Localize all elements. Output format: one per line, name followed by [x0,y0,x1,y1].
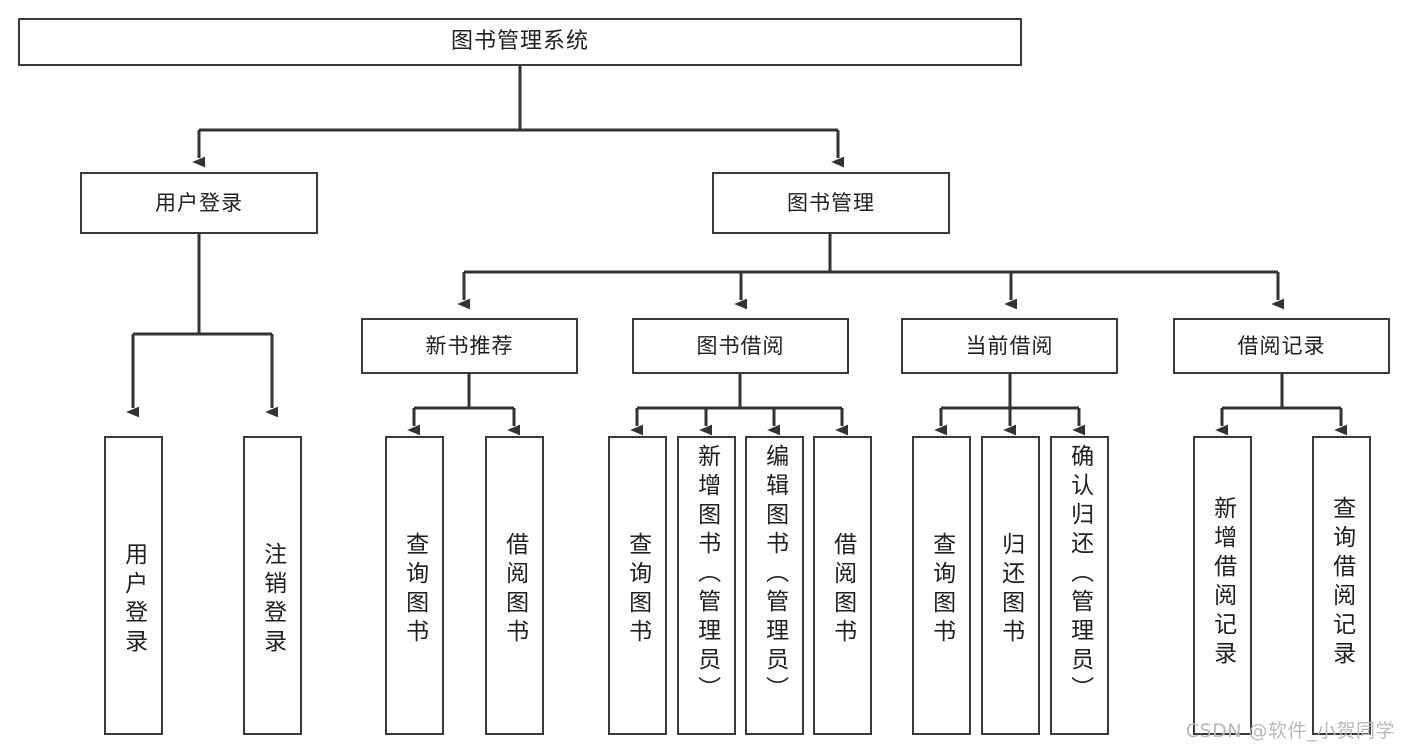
leaf-label: 新增借阅记录 [1209,496,1236,670]
leaf-label: 查询图书 [624,532,651,648]
leaf-query-book-current[interactable]: 查询图书 [912,436,971,735]
leaf-edit-book-admin[interactable]: 编辑图书（管理员） [745,436,804,735]
node-user-login[interactable]: 用户登录 [80,172,318,234]
leaf-label: 新增图书（管理员） [693,444,720,705]
leaf-add-book-admin[interactable]: 新增图书（管理员） [677,436,736,735]
node-book-management-system[interactable]: 图书管理系统 [18,18,1022,66]
leaf-borrow-book-recommend[interactable]: 借阅图书 [485,436,544,735]
node-label: 图书管理 [787,190,875,215]
leaf-query-book-borrow[interactable]: 查询图书 [608,436,667,735]
leaf-user-login[interactable]: 用户登录 [104,436,163,735]
leaf-label: 注销登录 [259,542,286,658]
leaf-label: 归还图书 [997,532,1024,648]
node-label: 图书管理系统 [450,29,589,55]
leaf-label: 查询图书 [928,532,955,648]
leaf-label: 查询借阅记录 [1328,496,1355,670]
leaf-return-book[interactable]: 归还图书 [981,436,1040,735]
node-new-book-recommend[interactable]: 新书推荐 [361,318,578,374]
node-label: 新书推荐 [425,333,514,358]
node-current-borrow[interactable]: 当前借阅 [901,318,1118,374]
leaf-query-borrow-record[interactable]: 查询借阅记录 [1312,436,1371,735]
leaf-label: 借阅图书 [829,532,856,648]
node-book-management[interactable]: 图书管理 [712,172,950,234]
node-label: 用户登录 [155,190,243,215]
node-label: 图书借阅 [696,333,785,358]
leaf-label: 查询图书 [401,532,428,648]
leaf-borrow-book[interactable]: 借阅图书 [813,436,872,735]
node-borrow-record[interactable]: 借阅记录 [1173,318,1390,374]
leaf-query-book-recommend[interactable]: 查询图书 [385,436,444,735]
leaf-add-borrow-record[interactable]: 新增借阅记录 [1193,436,1252,735]
node-label: 借阅记录 [1237,333,1326,358]
watermark: CSDN @软件_小贺同学 [1185,720,1395,742]
leaf-logout-login[interactable]: 注销登录 [243,436,302,735]
leaf-label: 借阅图书 [501,532,528,648]
node-label: 当前借阅 [965,333,1054,358]
node-book-borrow[interactable]: 图书借阅 [632,318,849,374]
leaf-label: 编辑图书（管理员） [761,444,788,705]
leaf-confirm-return-admin[interactable]: 确认归还（管理员） [1050,436,1109,735]
leaf-label: 用户登录 [120,542,147,658]
leaf-label: 确认归还（管理员） [1066,444,1093,705]
